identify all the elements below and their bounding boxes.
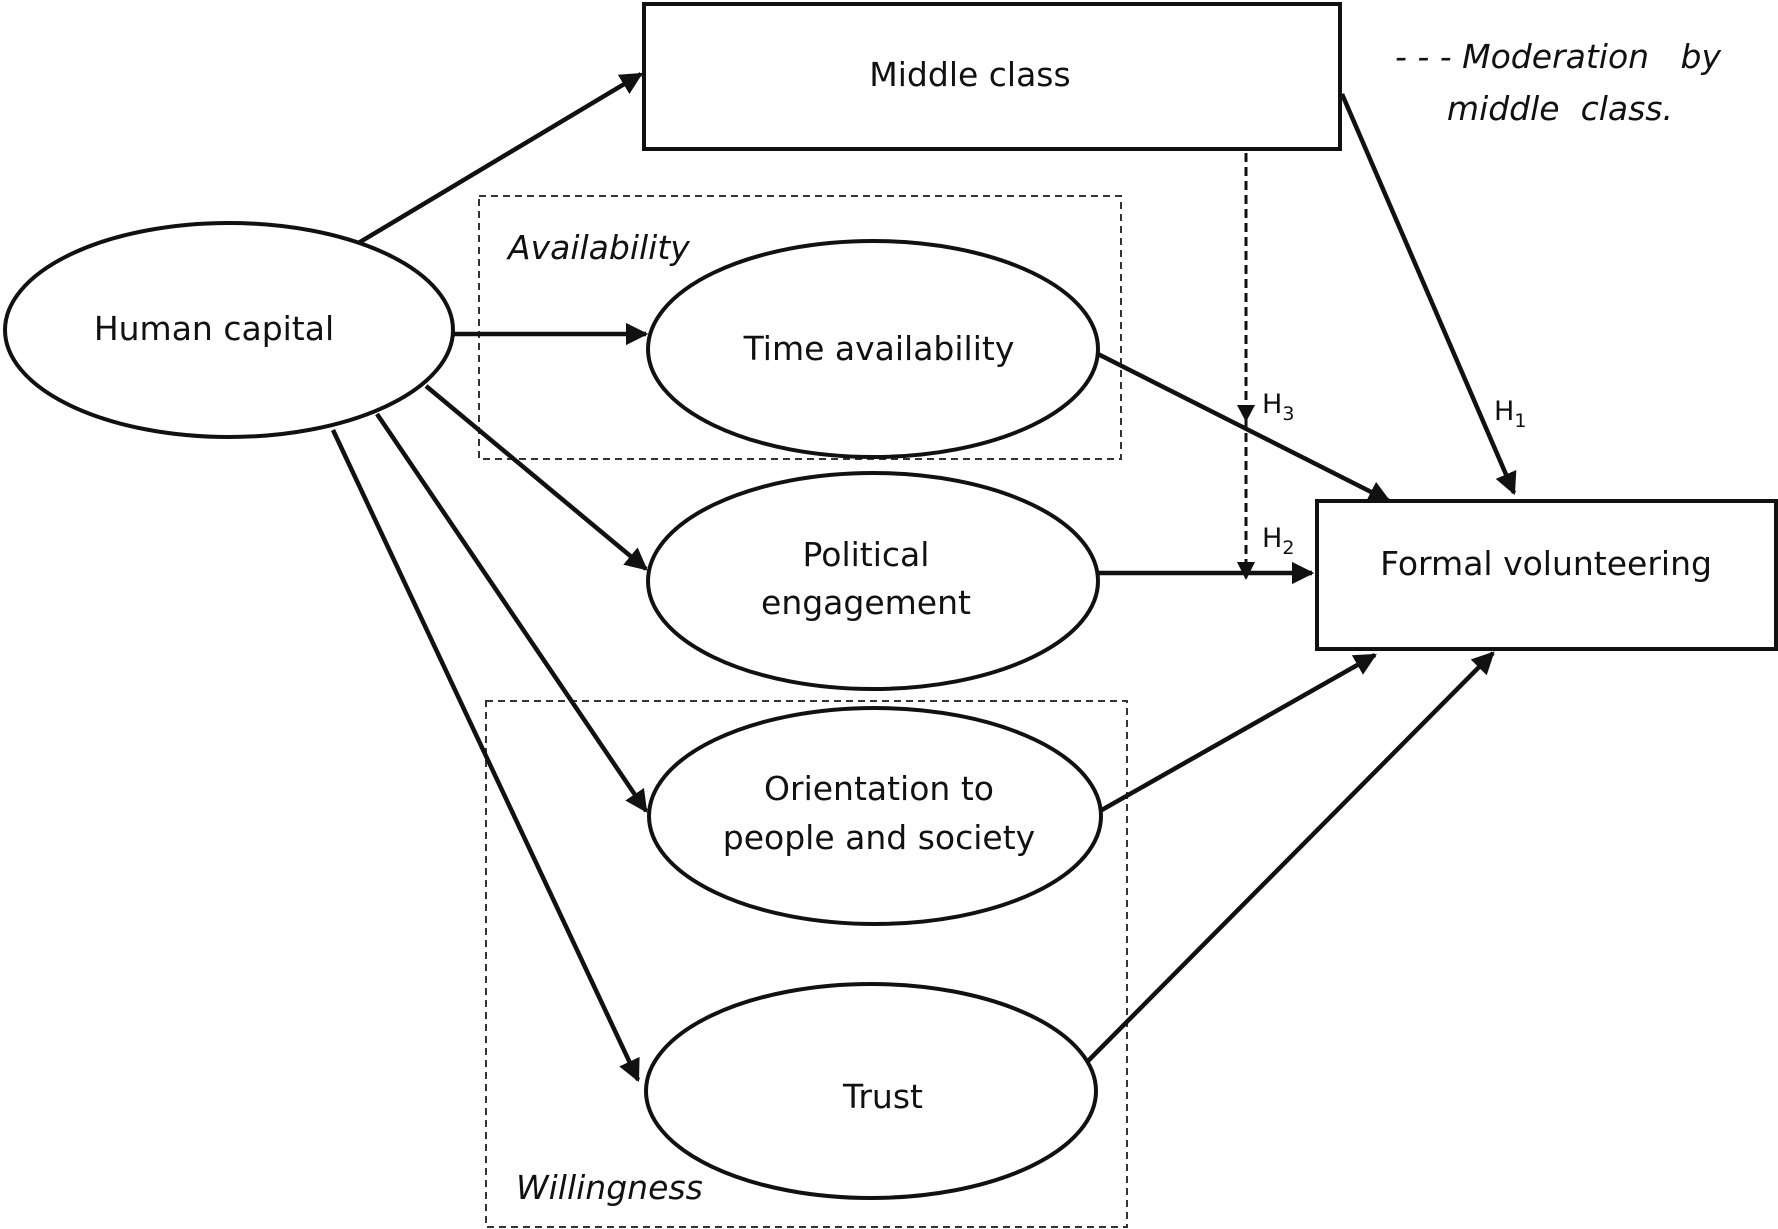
edge-human-capital-to-middle-class [353, 72, 643, 247]
hypothesis-h3-label: H3 [1262, 389, 1294, 425]
middle-class-label: Middle class [869, 55, 1070, 94]
edge-human-capital-to-orientation [375, 412, 648, 813]
orientation-label-line1: Orientation to [764, 769, 994, 808]
human-capital-node: Human capital [3, 221, 455, 439]
political-engagement-label-line2: engagement [761, 583, 971, 622]
edge-time-availability-to-formal-volunteering [1092, 349, 1392, 504]
willingness-group-label: Willingness [516, 1168, 703, 1207]
edge-orientation-to-formal-volunteering [1098, 653, 1377, 813]
edge-middle-class-to-formal-volunteering [1339, 93, 1517, 496]
human-capital-label: Human capital [94, 309, 334, 348]
edge-trust-to-formal-volunteering [1084, 651, 1495, 1065]
political-engagement-label-line1: Political [803, 535, 930, 574]
legend-line2: middle class. [1447, 89, 1673, 128]
trust-node: Trust [644, 982, 1098, 1200]
time-availability-label: Time availability [743, 329, 1015, 368]
legend-line1: - - - Moderation by [1395, 37, 1722, 76]
orientation-label-line2: people and society [723, 818, 1035, 857]
willingness-group-box [485, 700, 1128, 1228]
edge-human-capital-to-trust [330, 429, 641, 1083]
hypothesis-h1-label: H1 [1494, 396, 1526, 432]
moderation-arrowhead-h3 [1237, 405, 1255, 422]
availability-group-box [478, 195, 1122, 460]
hypothesis-h2-subscript: 2 [1282, 537, 1294, 559]
formal-volunteering-node: Formal volunteering [1315, 499, 1778, 651]
political-engagement-node: Political engagement [646, 471, 1100, 691]
hypothesis-h3-subscript: 3 [1282, 403, 1294, 425]
hypothesis-h2-label: H2 [1262, 523, 1294, 559]
time-availability-node: Time availability [646, 239, 1100, 459]
orientation-node: Orientation to people and society [647, 706, 1103, 926]
edge-human-capital-to-political-engagement [424, 384, 648, 571]
hypothesis-h3-letter: H [1262, 389, 1282, 420]
hypothesis-h1-letter: H [1494, 396, 1514, 427]
hypothesis-h1-subscript: 1 [1514, 410, 1526, 432]
formal-volunteering-label: Formal volunteering [1380, 544, 1712, 583]
availability-group-label: Availability [506, 228, 690, 267]
trust-label: Trust [842, 1077, 923, 1116]
legend: - - - Moderation by middle class. [1395, 37, 1722, 128]
hypothesis-h2-letter: H [1262, 523, 1282, 554]
middle-class-node: Middle class [642, 2, 1342, 151]
moderation-arrowhead-h2 [1237, 562, 1255, 580]
